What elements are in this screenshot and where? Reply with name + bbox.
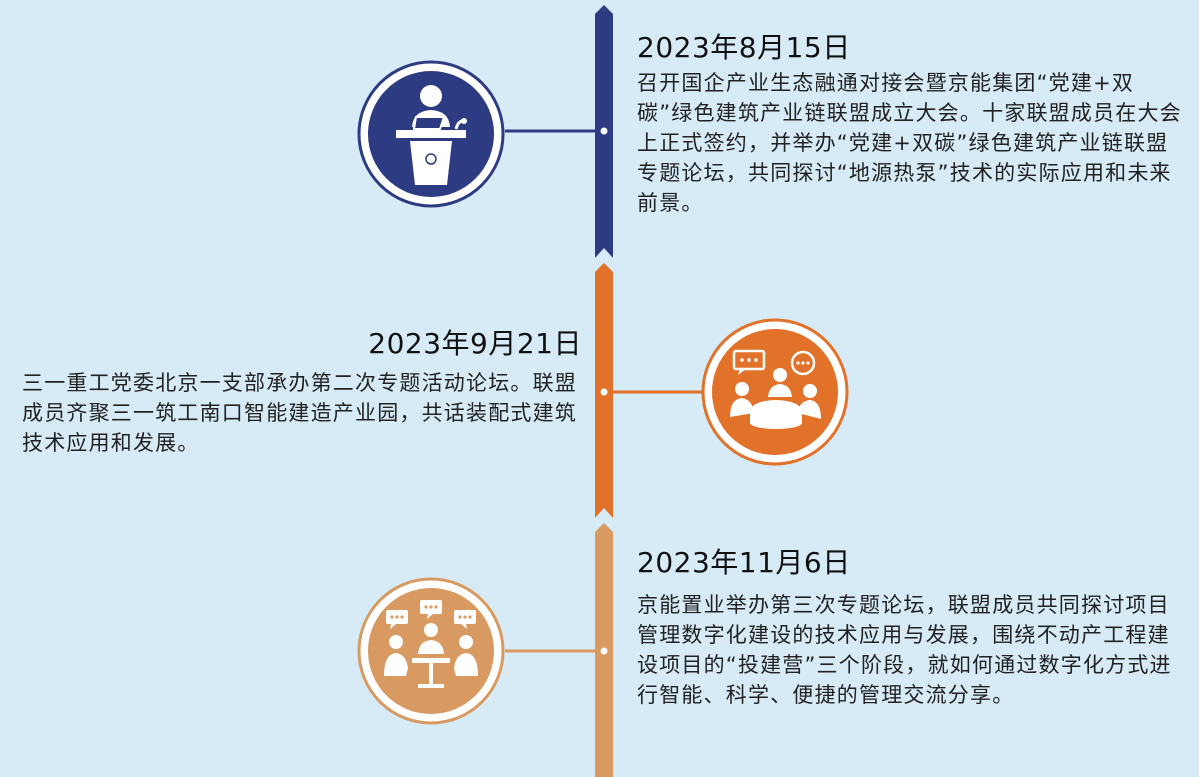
connector-dot-3	[600, 647, 608, 655]
connector-dot-2	[600, 388, 608, 396]
event-date-3: 2023年11月6日	[637, 546, 851, 579]
panel-discussion-icon	[356, 576, 506, 726]
event-date-1: 2023年8月15日	[637, 31, 851, 64]
event-description-1: 召开国企产业生态融通对接会暨京能集团“党建+双碳”绿色建筑产业链联盟成立大会。十…	[637, 71, 1182, 215]
connector-dot-1	[600, 127, 608, 135]
event-description-3: 京能置业举办第三次专题论坛，联盟成员共同探讨项目管理数字化建设的技术应用与发展，…	[637, 593, 1172, 707]
meeting-table-icon	[700, 317, 850, 467]
event-description-2: 三一重工党委北京一支部承办第二次专题活动论坛。联盟成员齐聚三一筑工南口智能建造产…	[22, 371, 577, 455]
event-date-2: 2023年9月21日	[368, 327, 582, 360]
speaker-podium-icon	[356, 59, 506, 209]
